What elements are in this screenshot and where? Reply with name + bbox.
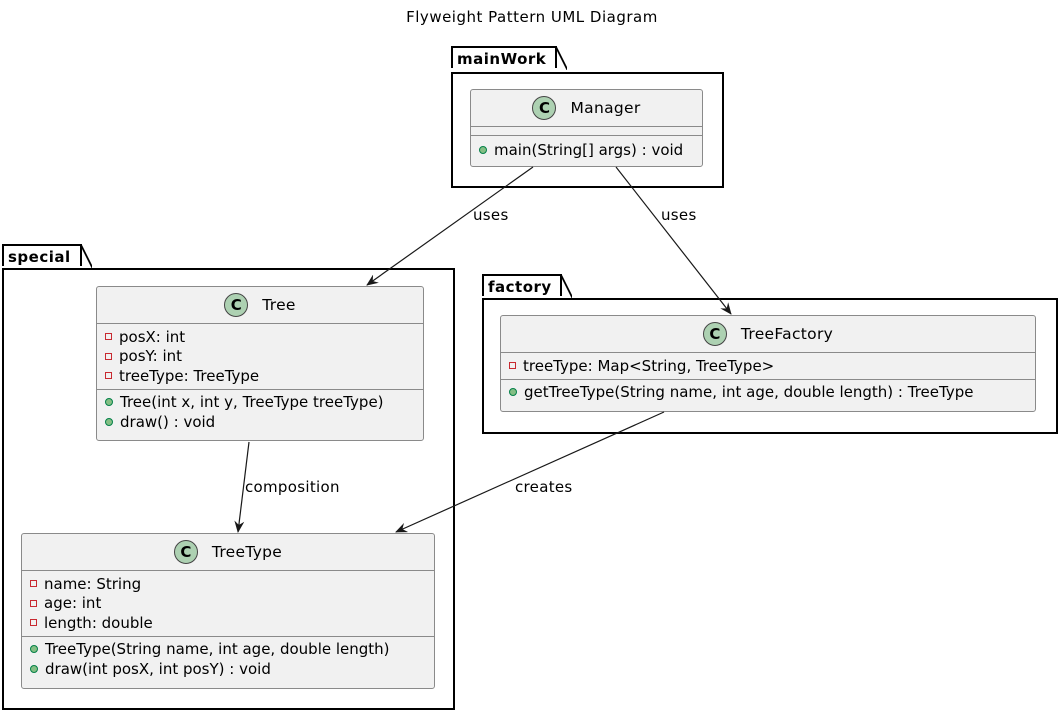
method-row: draw() : void [105,412,423,432]
edge-label-manager-factory: uses [661,206,697,224]
edge-tree-treetype [234,441,250,533]
field-row: age: int [30,594,434,614]
field-text: age: int [44,594,102,613]
method-text: draw() : void [120,412,216,431]
public-icon [509,388,517,397]
method-row: getTreeType(String name, int age, double… [509,383,1035,403]
methods-section: main(String[] args) : void [471,136,702,163]
edge-manager-tree [366,166,534,286]
methods-section: TreeType(String name, int age, double le… [22,637,434,682]
class-header: C Tree [97,287,423,324]
class-header: C TreeType [22,534,434,571]
private-icon [509,362,516,370]
fields-section: treeType: Map<String, TreeType> [501,353,1035,380]
edge-manager-factory [615,166,732,315]
public-icon [30,664,38,673]
fields-section: name: String age: int length: double [22,571,434,637]
field-row: treeType: Map<String, TreeType> [509,356,1035,376]
edge-factory-treetype [395,411,665,533]
method-text: getTreeType(String name, int age, double… [524,383,974,402]
field-text: name: String [44,574,142,593]
method-text: Tree(int x, int y, TreeType treeType) [120,393,384,412]
class-name: Tree [262,296,296,314]
method-row: Tree(int x, int y, TreeType treeType) [105,393,423,413]
class-manager[interactable]: C Manager main(String[] args) : void [470,89,703,167]
package-tab-mainwork: mainWork [451,46,567,70]
edge-label-manager-tree: uses [473,206,509,224]
methods-section: getTreeType(String name, int age, double… [501,380,1035,406]
field-row: posY: int [105,347,423,367]
diagram-title: Flyweight Pattern UML Diagram [406,8,658,26]
class-treefactory[interactable]: C TreeFactory treeType: Map<String, Tree… [500,315,1036,412]
methods-section: Tree(int x, int y, TreeType treeType) dr… [97,390,423,435]
class-name: TreeType [211,543,283,561]
edge-label-tree-treetype: composition [245,478,340,496]
field-text: length: double [44,613,153,632]
edge-label-factory-treetype: creates [515,478,573,496]
field-text: posY: int [119,347,183,366]
public-icon [30,645,38,654]
class-icon: C [173,540,198,564]
package-label-factory: factory [488,278,552,296]
class-icon: C [702,322,727,346]
class-header: C TreeFactory [501,316,1035,353]
method-text: main(String[] args) : void [494,140,684,159]
field-text: posX: int [119,327,186,346]
class-name: TreeFactory [740,325,834,343]
class-name: Manager [570,99,641,117]
package-tab-factory: factory [482,274,572,298]
public-icon [479,145,487,154]
package-label-special: special [8,248,71,266]
private-icon [105,352,112,360]
method-row: draw(int posX, int posY) : void [30,659,434,679]
class-header: C Manager [471,90,702,127]
class-treetype[interactable]: C TreeType name: String age: int length:… [21,533,435,689]
private-icon [105,372,112,380]
method-text: draw(int posX, int posY) : void [45,659,271,678]
field-row: name: String [30,574,434,594]
method-row: main(String[] args) : void [479,140,702,160]
method-text: TreeType(String name, int age, double le… [45,640,390,659]
fields-section: posX: int posY: int treeType: TreeType [97,324,423,390]
class-icon: C [532,96,557,120]
fields-section [471,127,702,136]
class-tree[interactable]: C Tree posX: int posY: int treeType: Tre… [96,286,424,441]
private-icon [30,580,37,588]
public-icon [105,417,113,426]
private-icon [30,619,37,627]
field-row: posX: int [105,327,423,347]
package-tab-special: special [2,244,92,268]
class-icon: C [224,293,249,317]
field-row: treeType: TreeType [105,366,423,386]
field-row: length: double [30,613,434,633]
field-text: treeType: Map<String, TreeType> [523,356,775,375]
private-icon [105,333,112,341]
method-row: TreeType(String name, int age, double le… [30,640,434,660]
private-icon [30,599,37,607]
field-text: treeType: TreeType [119,366,260,385]
package-label-mainwork: mainWork [457,50,547,68]
public-icon [105,398,113,407]
